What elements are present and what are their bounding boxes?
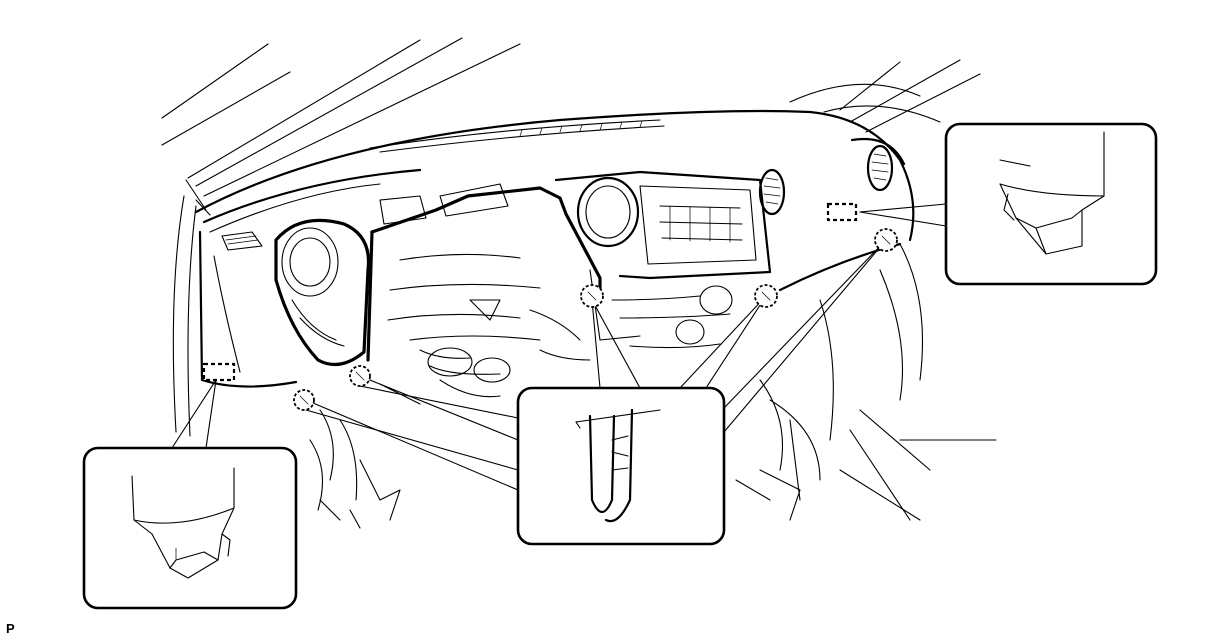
leader-lines [171, 203, 947, 491]
right-side-dash [778, 242, 997, 521]
right-clip-marker [826, 202, 858, 222]
clip-locations [293, 228, 898, 411]
dashboard-outline [194, 109, 915, 242]
right-vents [758, 138, 906, 216]
cluster-opening [274, 218, 371, 367]
reference-code: P [6, 621, 15, 636]
left-a-pillar [172, 179, 211, 437]
lower-wiring [309, 379, 821, 529]
left-clip-marker [202, 362, 236, 382]
left-side-panel [198, 230, 298, 388]
upper-right-detail [944, 122, 1158, 286]
center-detail [516, 386, 726, 546]
windshield-lines [161, 37, 981, 197]
lower-left-detail [82, 446, 298, 610]
audio-unit-area [554, 170, 772, 349]
center-opening [366, 183, 602, 383]
